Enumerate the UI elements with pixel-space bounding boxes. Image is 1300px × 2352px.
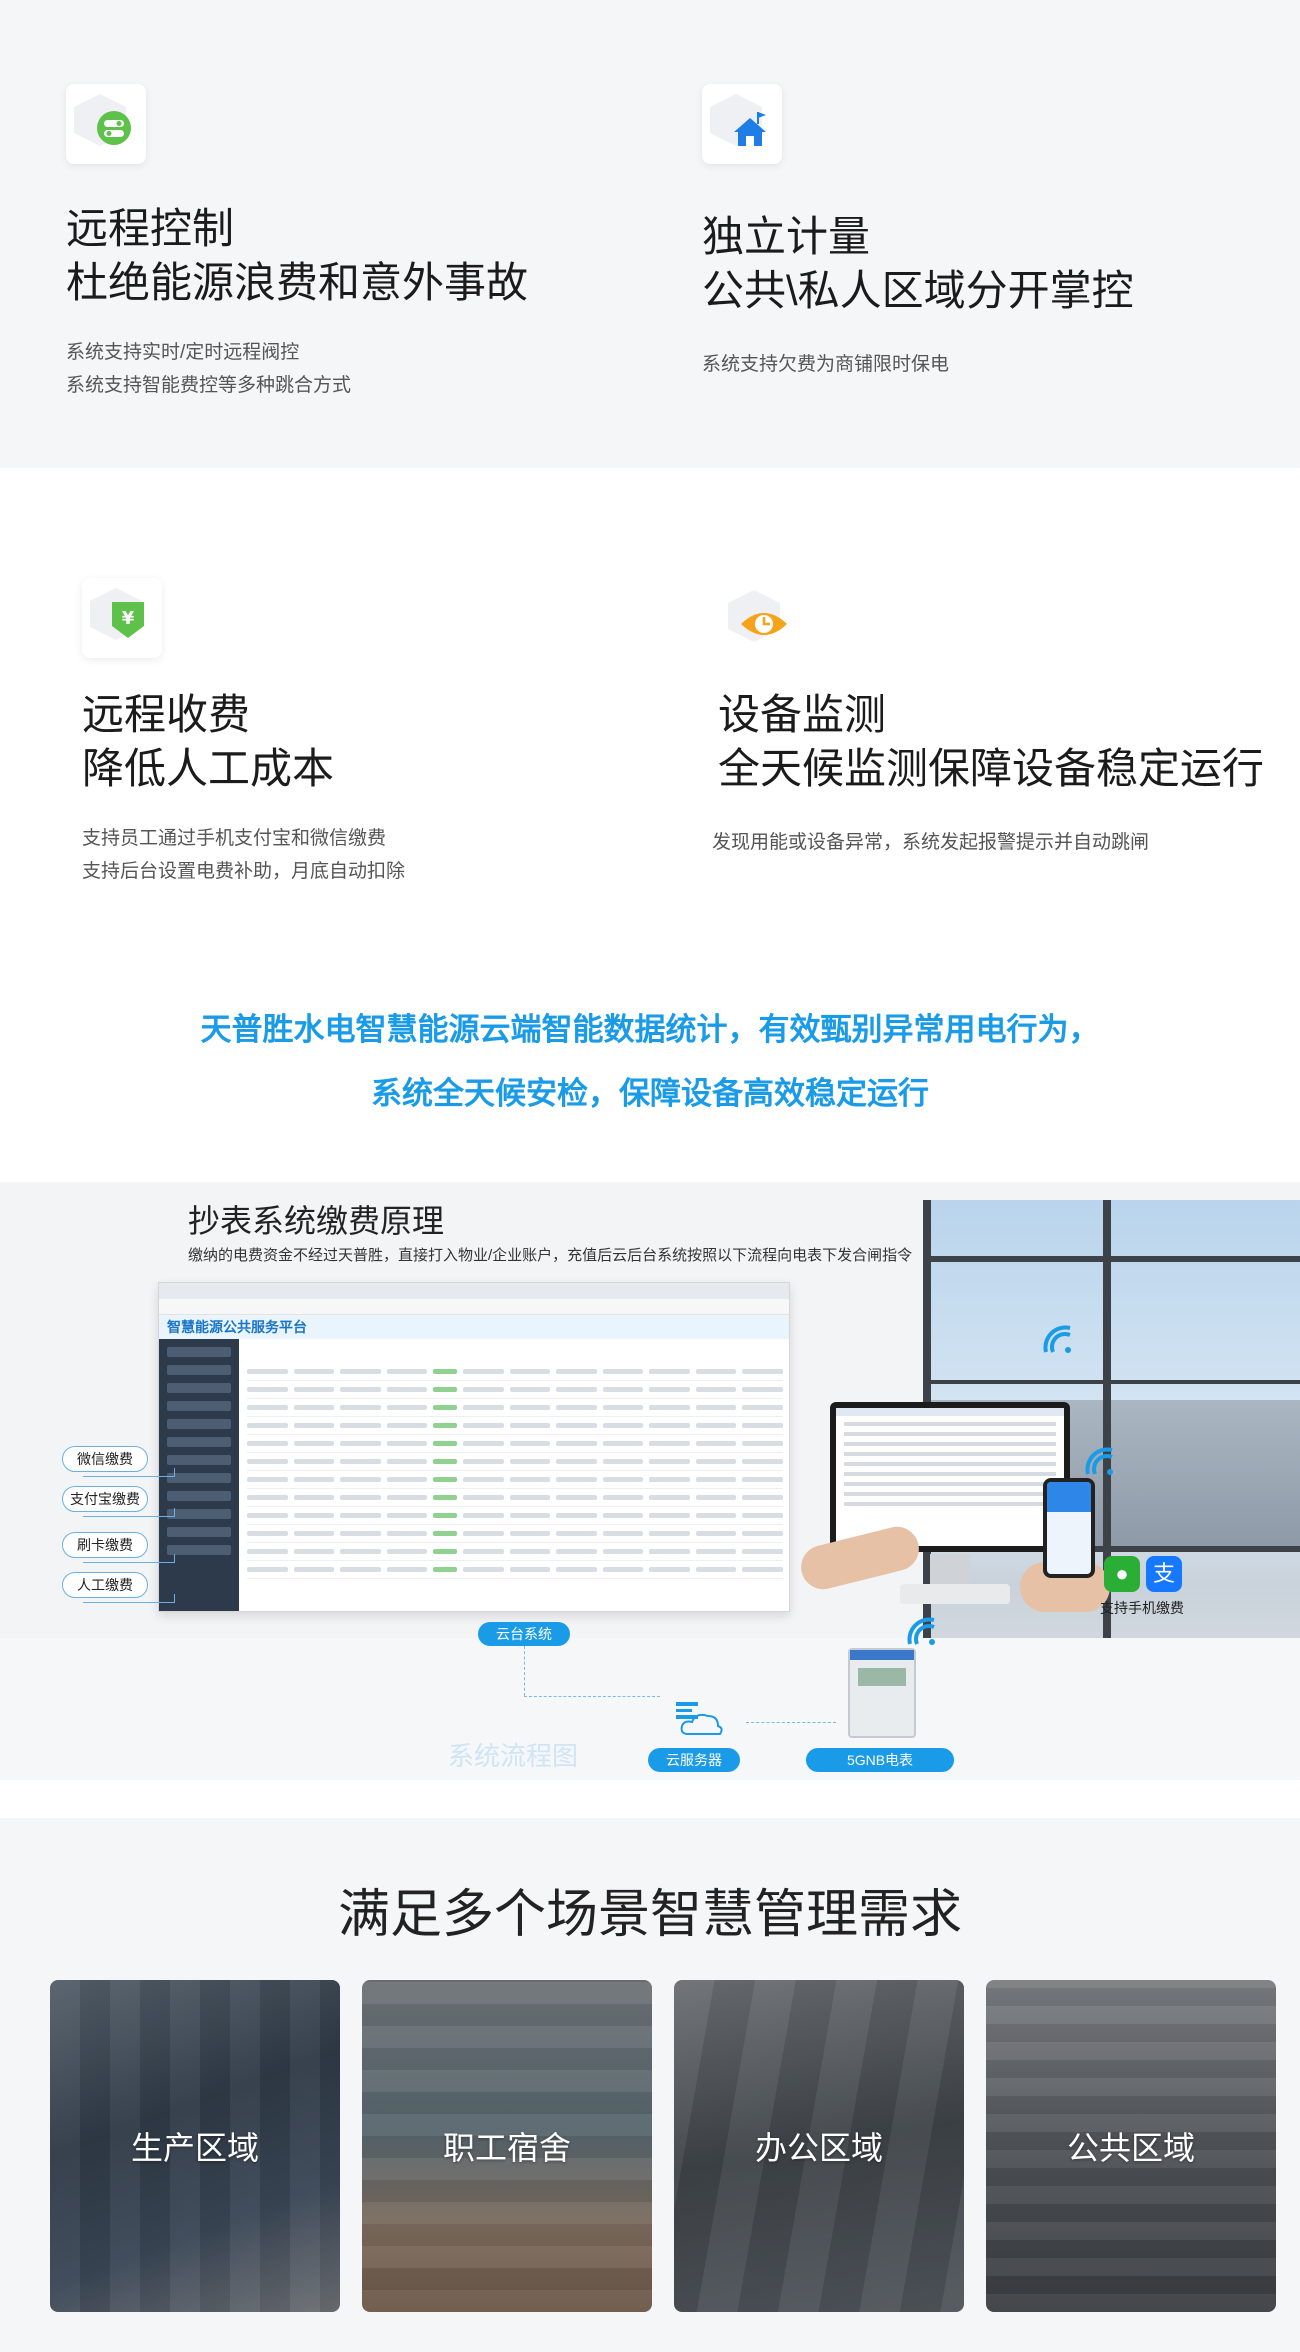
diagram-title: 抄表系统缴费原理 bbox=[188, 1203, 445, 1239]
cloud-server-pill: 云服务器 bbox=[648, 1748, 740, 1772]
toggle-icon bbox=[97, 111, 131, 145]
feature-icon-box bbox=[702, 84, 782, 164]
mobile-pay-label: 支持手机缴费 bbox=[1100, 1600, 1184, 1616]
feature-remote-control: 远程控制 杜绝能源浪费和意外事故 系统支持实时/定时远程阀控 系统支持智能费控等… bbox=[66, 84, 528, 402]
flow-arrow bbox=[524, 1646, 525, 1696]
flow-chart-label: 系统流程图 bbox=[448, 1741, 579, 1771]
scene-card-office[interactable]: 办公区域 bbox=[674, 1980, 964, 2312]
payment-principle-diagram: 抄表系统缴费原理 缴纳的电费资金不经过天普胜，直接打入物业/企业账户，充值后云后… bbox=[0, 1182, 1300, 1780]
payment-method-wechat: 微信缴费 bbox=[62, 1446, 175, 1477]
svg-text:¥: ¥ bbox=[122, 608, 135, 629]
smart-meter bbox=[848, 1648, 916, 1738]
cloud-server-icon bbox=[676, 1702, 723, 1735]
feature-title: 设备监测 全天候监测保障设备稳定运行 bbox=[718, 691, 1265, 792]
platform-table bbox=[247, 1363, 783, 1605]
payment-method-card: 刷卡缴费 bbox=[62, 1532, 175, 1563]
wechat-pay-icon: ● bbox=[1104, 1556, 1140, 1592]
desktop-monitor bbox=[830, 1402, 1070, 1552]
feature-icon-box bbox=[66, 84, 146, 164]
scene-label: 生产区域 bbox=[130, 2130, 259, 2166]
mobile-phone bbox=[1043, 1478, 1095, 1578]
cloud-platform-pill: 云台系统 bbox=[478, 1622, 570, 1646]
feature-desc: 系统支持欠费为商铺限时保电 bbox=[702, 354, 950, 375]
scene-card-production[interactable]: 生产区域 bbox=[50, 1980, 340, 2312]
feature-icon-box: ¥ bbox=[82, 578, 162, 658]
flow-arrow bbox=[524, 1696, 660, 1697]
feature-desc: 发现用能或设备异常，系统发起报警提示并自动跳闸 bbox=[712, 832, 1150, 853]
scene-card-dormitory[interactable]: 职工宿舍 bbox=[362, 1980, 652, 2312]
yuan-download-icon: ¥ bbox=[112, 602, 144, 638]
wifi-icon bbox=[1043, 1325, 1071, 1353]
feature-desc: 系统支持实时/定时远程阀控 系统支持智能费控等多种跳合方式 bbox=[66, 342, 352, 396]
mobile-pay-icons: ● 支 bbox=[1104, 1556, 1182, 1592]
feature-remote-charging: ¥ 远程收费 降低人工成本 支持员工通过手机支付宝和微信缴费 支持后台设置电费补… bbox=[82, 578, 405, 888]
payment-method-manual: 人工缴费 bbox=[62, 1572, 175, 1603]
diagram-subtitle: 缴纳的电费资金不经过天普胜，直接打入物业/企业账户，充值后云后台系统按照以下流程… bbox=[188, 1247, 913, 1264]
feature-title: 独立计量 公共\私人区域分开掌控 bbox=[702, 213, 1134, 314]
eye-icon bbox=[741, 613, 787, 635]
flow-arrow bbox=[746, 1722, 836, 1723]
wifi-icon bbox=[907, 1617, 935, 1645]
scene-label: 办公区域 bbox=[754, 2130, 883, 2166]
wifi-icon bbox=[1085, 1447, 1113, 1475]
feature-section-top bbox=[0, 0, 1300, 468]
platform-title: 智慧能源公共服务平台 bbox=[159, 1315, 789, 1339]
feature-title: 远程控制 杜绝能源浪费和意外事故 bbox=[66, 205, 529, 306]
highlight-line-1: 天普胜水电智慧能源云端智能数据统计，有效甄别异常用电行为， bbox=[200, 1012, 1100, 1047]
scene-label: 职工宿舍 bbox=[442, 2130, 571, 2166]
feature-title: 远程收费 降低人工成本 bbox=[82, 691, 335, 792]
house-icon bbox=[734, 112, 766, 146]
monitor-stand bbox=[930, 1554, 970, 1584]
scene-image bbox=[50, 1980, 340, 2312]
feature-icon-box bbox=[718, 578, 798, 658]
platform-screenshot: 智慧能源公共服务平台 bbox=[158, 1282, 790, 1612]
payment-method-alipay: 支付宝缴费 bbox=[62, 1486, 175, 1517]
scene-image bbox=[986, 1980, 1276, 2312]
highlight-line-2: 系统全天候安检，保障设备高效稳定运行 bbox=[371, 1076, 929, 1111]
feature-desc: 支持员工通过手机支付宝和微信缴费 支持后台设置电费补助，月底自动扣除 bbox=[82, 828, 406, 882]
scene-image bbox=[362, 1980, 652, 2312]
meter-pill: 5GNB电表 bbox=[806, 1748, 954, 1772]
scenes-title: 满足多个场景智慧管理需求 bbox=[337, 1886, 962, 1944]
scene-card-public[interactable]: 公共区域 bbox=[986, 1980, 1276, 2312]
platform-sidebar bbox=[159, 1339, 239, 1611]
alipay-icon: 支 bbox=[1146, 1556, 1182, 1592]
scene-image bbox=[674, 1980, 964, 2312]
feature-monitoring: 设备监测 全天候监测保障设备稳定运行 发现用能或设备异常，系统发起报警提示并自动… bbox=[712, 578, 1265, 859]
keyboard bbox=[900, 1584, 1010, 1604]
feature-metering: 独立计量 公共\私人区域分开掌控 系统支持欠费为商铺限时保电 bbox=[702, 84, 1134, 381]
scene-label: 公共区域 bbox=[1066, 2130, 1195, 2166]
